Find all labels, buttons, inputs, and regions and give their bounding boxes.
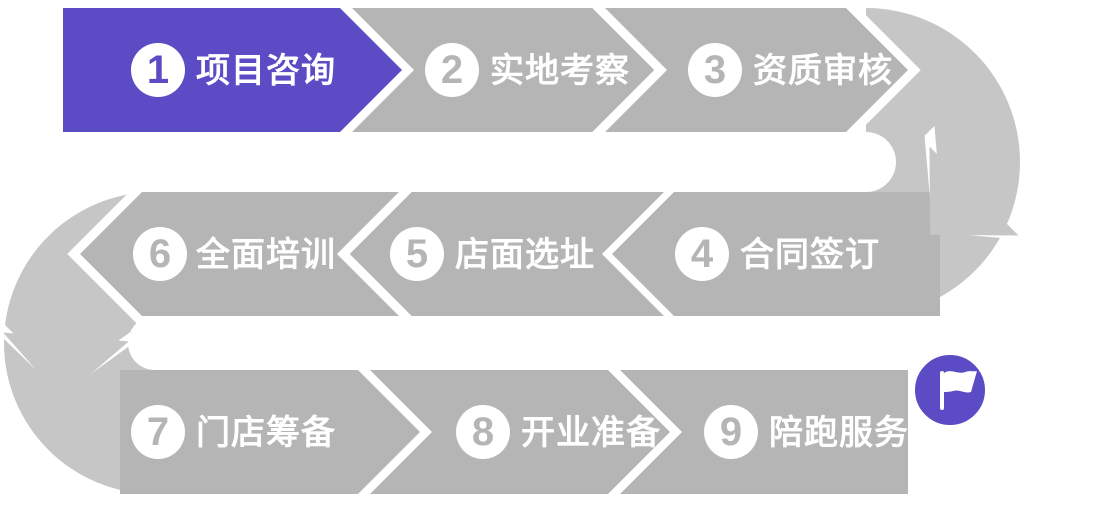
step-9-arrow <box>620 370 908 494</box>
finish-flag-badge <box>909 349 991 431</box>
step-3-number: 3 <box>704 48 726 92</box>
step-4-label: 合同签订 <box>740 236 880 274</box>
step-7-label: 门店筹备 <box>196 414 336 452</box>
step-8-arrow <box>370 370 670 494</box>
step-1-badge <box>131 43 185 97</box>
step-4-badge <box>675 227 729 281</box>
step-6-label: 全面培训 <box>195 235 336 274</box>
flag-icon <box>940 371 977 410</box>
step-5-arrow <box>347 192 664 316</box>
step-3-badge <box>688 43 742 97</box>
step-9-label: 陪跑服务 <box>769 414 909 452</box>
step-5-number: 5 <box>406 232 428 276</box>
step-1-number: 1 <box>147 48 169 92</box>
step-5-label: 店面选址 <box>455 236 595 274</box>
step-8-badge <box>456 405 510 459</box>
step-8-label: 开业准备 <box>521 414 661 452</box>
step-2-badge <box>425 43 479 97</box>
step-2-label: 实地考察 <box>490 52 630 90</box>
step-6-number: 6 <box>149 232 171 276</box>
step-9-badge <box>704 405 758 459</box>
turn-arrowhead-left-icon <box>3 332 129 399</box>
step-6-badge <box>133 227 187 281</box>
step-7-number: 7 <box>147 410 169 454</box>
step-2-number: 2 <box>441 48 463 92</box>
step-3-label: 资质审核 <box>753 52 893 90</box>
step-7-badge <box>131 405 185 459</box>
step-1-arrow <box>63 8 402 132</box>
step-5-badge <box>390 227 444 281</box>
step-2-arrow <box>352 8 655 132</box>
step-7-arrow <box>120 370 420 494</box>
step-4-number: 4 <box>691 232 714 276</box>
step-8-number: 8 <box>472 410 494 454</box>
step-1-label: 项目咨询 <box>196 52 336 90</box>
step-6-arrow <box>67 183 421 325</box>
step-3-arrow <box>583 0 921 141</box>
turn-left-group <box>0 313 142 399</box>
step-9-number: 9 <box>720 410 742 454</box>
step-4-arrow <box>612 192 940 316</box>
